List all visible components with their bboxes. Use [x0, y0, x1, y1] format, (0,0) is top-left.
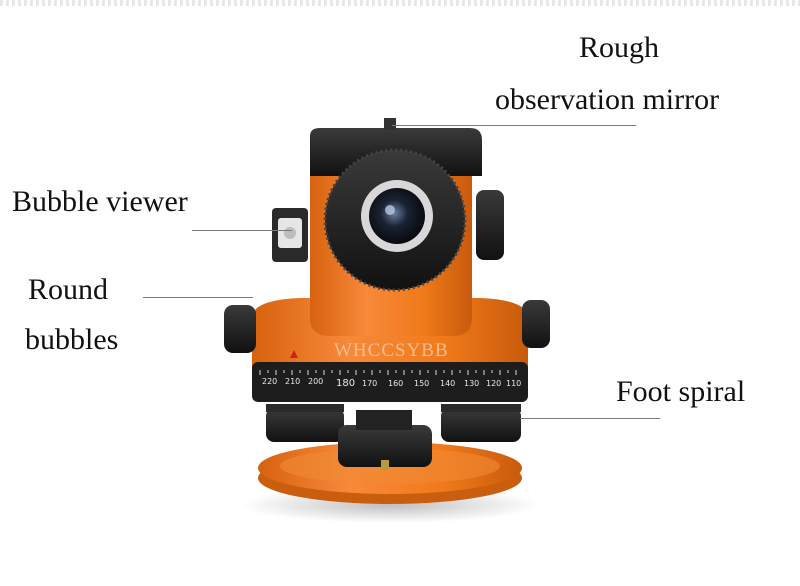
watermark-text: WHCCSYBB: [334, 340, 449, 361]
leader-round-bubbles: [143, 297, 253, 298]
svg-text:150: 150: [414, 379, 429, 388]
tangent-screw-right: [522, 300, 550, 348]
index-mark: [290, 350, 298, 358]
horizontal-circle-scale: [252, 362, 528, 402]
svg-text:130: 130: [464, 379, 479, 388]
top-dotted-border: [0, 0, 800, 6]
svg-text:210: 210: [285, 377, 300, 386]
svg-text:120: 120: [486, 379, 501, 388]
foot-screw-right: [441, 404, 521, 442]
foot-screw-left: [266, 404, 344, 442]
svg-text:170: 170: [362, 379, 377, 388]
label-bubble-viewer: Bubble viewer: [12, 185, 188, 218]
label-round-line1: Round: [28, 273, 109, 306]
label-foot-spiral: Foot spiral: [616, 375, 746, 408]
foot-screw-front: [338, 410, 432, 470]
svg-text:200: 200: [308, 377, 323, 386]
leader-rough-mirror: [392, 125, 636, 126]
rough-observation-mirror-sight: [384, 118, 396, 130]
tangent-screw-left: [224, 305, 256, 353]
label-round-line2: bubbles: [25, 323, 119, 356]
svg-text:220: 220: [262, 377, 277, 386]
focus-knob: [476, 190, 504, 260]
eyepiece-lens: [369, 188, 425, 244]
scale-ticks: 220 210 200 190 180 170 160 150 140 130 …: [262, 377, 521, 389]
label-rough-line1: Rough: [579, 31, 660, 64]
label-rough-line2: observation mirror: [495, 83, 720, 116]
svg-text:110: 110: [506, 379, 521, 388]
svg-text:140: 140: [440, 379, 455, 388]
leader-bubble-viewer: [192, 230, 292, 231]
svg-text:180: 180: [336, 378, 355, 389]
leader-foot-spiral: [520, 418, 660, 419]
svg-text:160: 160: [388, 379, 403, 388]
